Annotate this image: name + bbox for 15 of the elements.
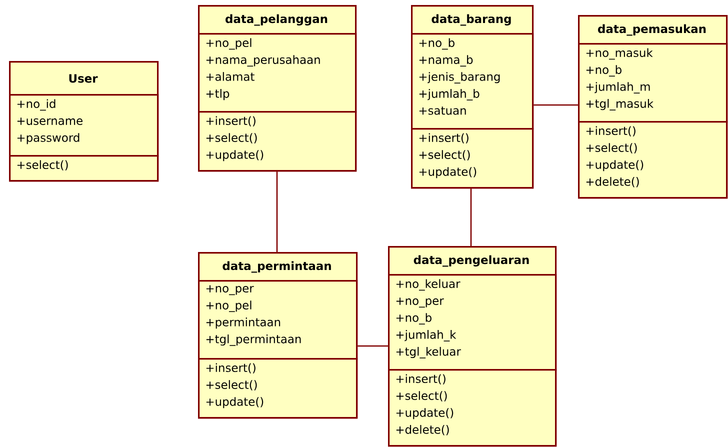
attribute-compartment: +no_b +nama_b +jenis_barang +jumlah_b +satuan bbox=[411, 33, 534, 130]
association-line bbox=[534, 104, 578, 106]
method-compartment: +select() bbox=[9, 155, 159, 182]
method-compartment: +insert() +select() +update() bbox=[198, 358, 358, 419]
method-compartment: +insert() +select() +update() bbox=[411, 128, 534, 189]
attribute-compartment: +no_keluar +no_per +no_b +jumlah_k +tgl_keluar bbox=[388, 274, 557, 371]
method-compartment: +insert() +select() +update() +delete() bbox=[388, 369, 557, 447]
association-line bbox=[276, 172, 278, 252]
attribute-compartment: +no_per +no_pel +permintaan +tgl_permintaan bbox=[198, 280, 358, 360]
attribute-compartment: +no_masuk +no_b +jumlah_m +tgl_masuk bbox=[578, 43, 728, 123]
method-compartment: +insert() +select() +update() bbox=[198, 111, 357, 172]
association-line bbox=[470, 188, 472, 246]
method-compartment: +insert() +select() +update() +delete() bbox=[578, 121, 728, 199]
attribute-compartment: +no_pel +nama_perusahaan +alamat +tlp bbox=[198, 33, 357, 113]
association-line bbox=[358, 345, 388, 347]
